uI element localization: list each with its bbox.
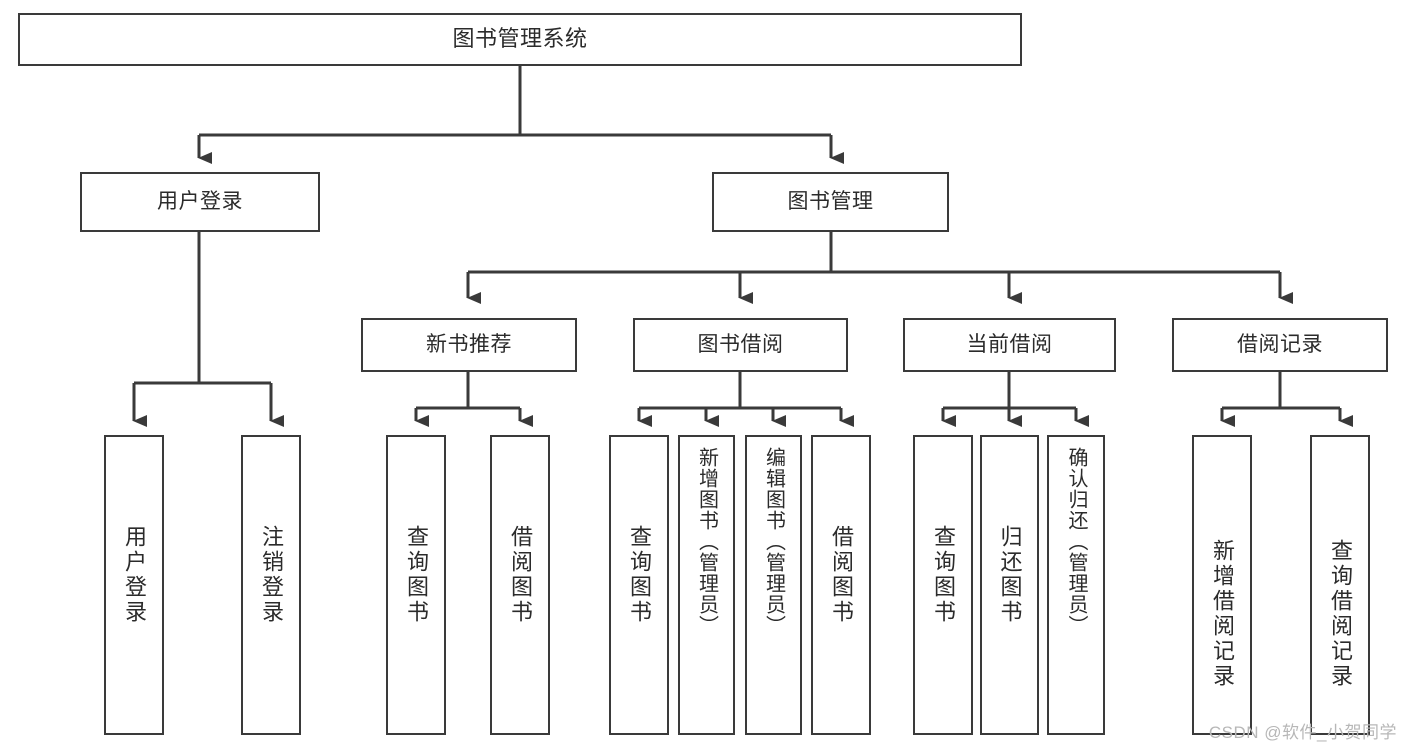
- node-label: 查询借阅记录: [1328, 539, 1353, 689]
- leaf-add-book-admin[interactable]: 新增图书（管理员）: [678, 435, 735, 735]
- leaf-query-book-recommend[interactable]: 查询图书: [386, 435, 446, 735]
- node-label: 编辑图书（管理员）: [762, 447, 785, 636]
- node-label: 图书借阅: [697, 333, 784, 357]
- node-root-system[interactable]: 图书管理系统: [18, 13, 1022, 66]
- node-label: 图书管理系统: [452, 26, 588, 52]
- node-book-management[interactable]: 图书管理: [712, 172, 949, 232]
- node-label: 借阅记录: [1237, 333, 1323, 357]
- node-label: 新增图书（管理员）: [695, 447, 718, 636]
- leaf-edit-book-admin[interactable]: 编辑图书（管理员）: [745, 435, 802, 735]
- leaf-return-book[interactable]: 归还图书: [980, 435, 1039, 735]
- leaf-query-borrow-record[interactable]: 查询借阅记录: [1310, 435, 1370, 735]
- node-label: 借阅图书: [829, 525, 854, 625]
- node-label: 借阅图书: [508, 525, 533, 625]
- leaf-user-login[interactable]: 用户登录: [104, 435, 164, 735]
- node-label: 用户登录: [122, 525, 147, 625]
- node-label: 确认归还（管理员）: [1065, 447, 1087, 636]
- leaf-query-book-current[interactable]: 查询图书: [913, 435, 973, 735]
- node-user-login[interactable]: 用户登录: [80, 172, 320, 232]
- leaf-add-borrow-record[interactable]: 新增借阅记录: [1192, 435, 1252, 735]
- node-label: 新书推荐: [426, 333, 512, 357]
- node-label: 新增借阅记录: [1210, 539, 1235, 689]
- node-current-borrowing[interactable]: 当前借阅: [903, 318, 1116, 372]
- node-borrowing-record[interactable]: 借阅记录: [1172, 318, 1388, 372]
- leaf-logout[interactable]: 注销登录: [241, 435, 301, 735]
- leaf-borrow-book-borrowing[interactable]: 借阅图书: [811, 435, 871, 735]
- leaf-borrow-book-recommend[interactable]: 借阅图书: [490, 435, 550, 735]
- node-label: 当前借阅: [966, 333, 1053, 357]
- node-label: 注销登录: [259, 525, 284, 625]
- node-label: 用户登录: [157, 190, 243, 214]
- node-label: 归还图书: [997, 525, 1023, 625]
- leaf-query-book-borrowing[interactable]: 查询图书: [609, 435, 669, 735]
- node-label: 查询图书: [931, 525, 956, 625]
- csdn-watermark: CSDN @软件_小贺同学: [1208, 723, 1397, 742]
- node-label: 查询图书: [627, 525, 652, 625]
- node-book-borrowing[interactable]: 图书借阅: [633, 318, 848, 372]
- node-new-book-recommendation[interactable]: 新书推荐: [361, 318, 577, 372]
- leaf-confirm-return-admin[interactable]: 确认归还（管理员）: [1047, 435, 1105, 735]
- node-label: 图书管理: [787, 190, 874, 214]
- node-label: 查询图书: [404, 525, 429, 625]
